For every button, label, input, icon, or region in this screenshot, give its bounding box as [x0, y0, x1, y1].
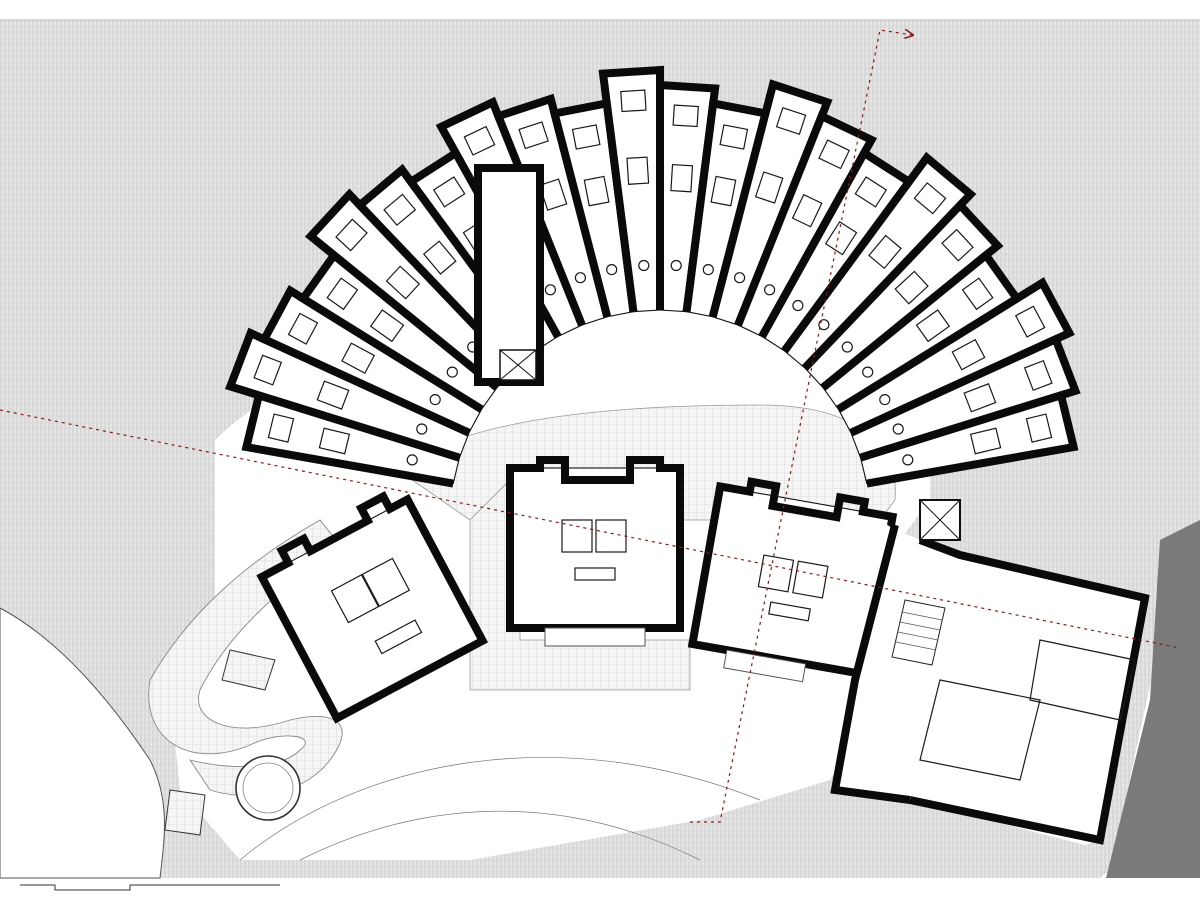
- bathroom-block: [672, 104, 699, 128]
- bathroom-block: [326, 277, 359, 311]
- chair-icon: [429, 394, 441, 406]
- chair-icon: [862, 366, 874, 378]
- pavilion-right: [687, 477, 898, 683]
- bathroom-block: [518, 121, 549, 150]
- bathroom-block: [913, 182, 947, 215]
- bathroom-block: [267, 413, 295, 443]
- chair-icon: [902, 454, 914, 466]
- bed-icon: [868, 234, 902, 270]
- bed-icon: [626, 156, 650, 185]
- bed-icon: [318, 427, 351, 455]
- chair-icon: [416, 423, 428, 435]
- exterior-wall: [859, 390, 1079, 488]
- bed-icon: [963, 383, 997, 413]
- bed-icon: [915, 309, 951, 343]
- bathroom-block: [818, 139, 851, 170]
- bathroom-block: [1023, 359, 1053, 392]
- chair-icon: [574, 272, 587, 284]
- section-arrow-icon: [0, 409, 1181, 649]
- chair-icon: [638, 259, 650, 272]
- residential-wing: [225, 65, 1081, 488]
- chair-icon: [670, 259, 682, 272]
- chair-icon: [446, 366, 458, 378]
- bathroom-block: [775, 106, 807, 136]
- pavilion-left: [256, 491, 489, 724]
- bathroom-block: [287, 312, 319, 345]
- bathroom-block: [335, 218, 368, 252]
- adjacent-building: [1106, 520, 1200, 878]
- chair-icon: [702, 264, 714, 276]
- bathroom-block: [463, 125, 496, 156]
- bed-icon: [385, 265, 421, 300]
- bathroom-block: [432, 176, 466, 208]
- chair-icon: [406, 454, 418, 466]
- scale-bar: [20, 884, 280, 891]
- bathroom-block: [1014, 305, 1046, 338]
- bed-icon: [422, 240, 457, 275]
- chair-icon: [841, 341, 853, 353]
- chair-icon: [606, 264, 618, 276]
- bed-icon: [824, 221, 858, 256]
- guest-room: [859, 390, 1079, 488]
- bathroom-block: [719, 124, 749, 150]
- bed-icon: [710, 175, 737, 207]
- pavilion-center: [506, 456, 684, 647]
- bathroom-block: [854, 176, 888, 208]
- right-block: [830, 499, 1150, 845]
- bed-icon: [754, 171, 784, 204]
- bed-icon: [341, 342, 376, 374]
- elevator-core: [474, 164, 544, 386]
- chair-icon: [763, 284, 776, 296]
- bathroom-block: [620, 89, 647, 113]
- bed-icon: [583, 175, 610, 207]
- chair-icon: [892, 423, 904, 435]
- bed-icon: [670, 163, 694, 193]
- bed-icon: [969, 427, 1002, 455]
- bathroom-block: [383, 193, 417, 227]
- bed-icon: [316, 380, 350, 410]
- elevator-icon: [499, 349, 537, 381]
- bed-icon: [894, 270, 929, 305]
- bed-icon: [369, 309, 405, 343]
- bed-icon: [791, 193, 823, 228]
- chair-icon: [792, 299, 804, 312]
- bathroom-block: [1025, 413, 1053, 443]
- chair-icon: [818, 319, 830, 331]
- stair-icon: [891, 599, 946, 666]
- section-arrow-icon: [690, 30, 912, 823]
- bathroom-block: [571, 124, 601, 150]
- guest-room: [598, 65, 664, 313]
- chair-icon: [733, 272, 746, 284]
- bathroom-block: [941, 228, 974, 262]
- chair-icon: [879, 394, 891, 406]
- bathroom-block: [961, 277, 994, 311]
- section-lines: [0, 30, 1181, 823]
- bathroom-block: [253, 354, 283, 386]
- chair-icon: [544, 284, 557, 296]
- bed-icon: [951, 338, 986, 371]
